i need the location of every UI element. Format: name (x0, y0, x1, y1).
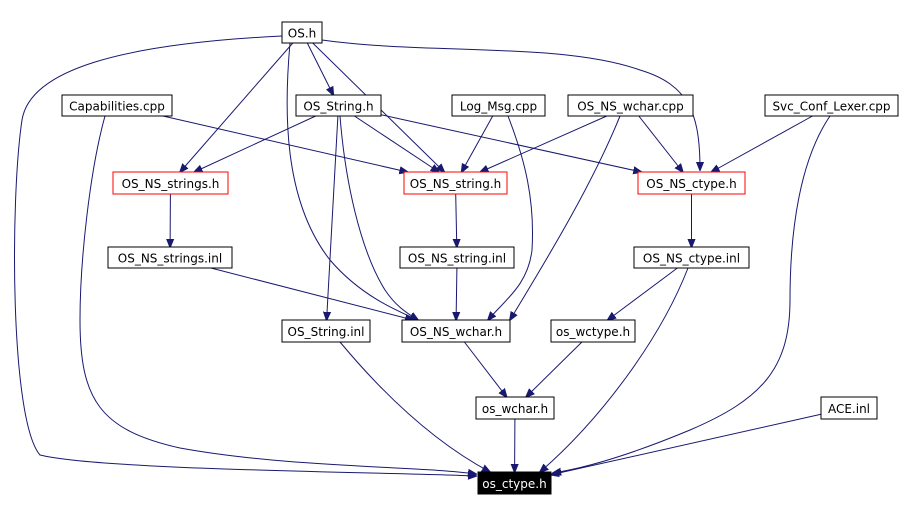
node-box-os-ns-string-h (403, 171, 508, 195)
node-box-os-ns-ctype-h (637, 171, 746, 195)
node-box-os-ns-wchar-cpp (567, 94, 694, 117)
node-label-os-string-h: OS_String.h (303, 100, 373, 114)
node-os-string-inl[interactable]: OS_String.inl (281, 319, 371, 343)
node-label-os-ns-ctype-inl: OS_NS_ctype.inl (643, 252, 740, 266)
edge-os-ns-strings-inl-to-os-ns-wchar-h (210, 267, 413, 320)
edge-log-msg-cpp-to-os-ns-wchar-h (488, 115, 533, 320)
edge-os-string-h-to-os-ns-ctype-h (380, 114, 641, 172)
edges-layer (14, 35, 831, 476)
node-box-os-wchar-h (475, 396, 555, 420)
edge-os-wctype-h-to-os-wchar-h (526, 341, 583, 397)
node-os-wchar-h[interactable]: os_wchar.h (475, 396, 555, 420)
node-os-string-h[interactable]: OS_String.h (295, 94, 382, 117)
node-label-os-ns-strings-inl: OS_NS_strings.inl (118, 252, 222, 266)
node-box-os-ns-strings-inl (107, 246, 233, 269)
node-label-os-ns-wchar-h: OS_NS_wchar.h (410, 325, 502, 339)
node-box-os-string-inl (281, 319, 371, 343)
node-ace-inl[interactable]: ACE.inl (820, 396, 878, 420)
edge-capabilities-cpp-to-os-ns-string-h (162, 115, 408, 172)
edge-os-ns-wchar-cpp-to-os-ns-string-h (480, 115, 608, 172)
edge-capabilities-cpp-to-os-ctype-h (79, 115, 476, 474)
node-log-msg-cpp[interactable]: Log_Msg.cpp (451, 94, 546, 117)
node-label-ace-inl: ACE.inl (828, 402, 870, 416)
node-label-os-ns-wchar-cpp: OS_NS_wchar.cpp (577, 100, 684, 114)
node-box-svc-conf-lexer-cpp (764, 94, 899, 117)
node-os-ns-ctype-inl[interactable]: OS_NS_ctype.inl (633, 246, 750, 269)
node-label-svc-conf-lexer-cpp: Svc_Conf_Lexer.cpp (772, 100, 890, 114)
node-os-wctype-h[interactable]: os_wctype.h (550, 319, 636, 343)
edge-os-ns-string-h-to-os-ns-string-inl (456, 193, 457, 247)
node-box-os-string-h (295, 94, 382, 117)
node-os-ctype-h[interactable]: os_ctype.h (477, 471, 552, 495)
node-label-os-wchar-h: os_wchar.h (482, 402, 548, 416)
edge-os-h-to-os-string-h (306, 42, 333, 95)
node-os-ns-wchar-h[interactable]: OS_NS_wchar.h (401, 319, 511, 343)
node-label-os-wctype-h: os_wctype.h (556, 325, 630, 339)
node-box-os-ns-string-inl (399, 246, 515, 269)
node-os-ns-wchar-cpp[interactable]: OS_NS_wchar.cpp (567, 94, 694, 117)
edge-os-string-h-to-os-ns-strings-h (194, 115, 316, 172)
edge-os-string-h-to-os-ns-wchar-h (339, 115, 418, 320)
edge-svc-conf-lexer-cpp-to-os-ctype-h (553, 115, 831, 473)
node-os-ns-string-h[interactable]: OS_NS_string.h (403, 171, 508, 195)
edge-os-h-to-os-ns-wchar-h (286, 42, 418, 320)
node-svc-conf-lexer-cpp[interactable]: Svc_Conf_Lexer.cpp (764, 94, 899, 117)
node-label-os-h: OS.h (288, 27, 316, 41)
node-box-os-h (281, 21, 323, 44)
node-label-os-ns-ctype-h: OS_NS_ctype.h (646, 177, 736, 191)
node-box-log-msg-cpp (451, 94, 546, 117)
edge-log-msg-cpp-to-os-ns-string-h (462, 115, 494, 172)
node-os-ns-strings-h[interactable]: OS_NS_strings.h (112, 171, 229, 195)
edge-os-string-inl-to-os-ctype-h (339, 341, 490, 472)
node-os-ns-string-inl[interactable]: OS_NS_string.inl (399, 246, 515, 269)
node-box-ace-inl (820, 396, 878, 420)
edge-os-ns-wchar-cpp-to-os-ns-wchar-h (510, 115, 621, 320)
node-label-os-ns-strings-h: OS_NS_strings.h (122, 177, 220, 191)
node-capabilities-cpp[interactable]: Capabilities.cpp (61, 94, 173, 117)
node-box-os-ns-ctype-inl (633, 246, 750, 269)
node-box-os-ns-strings-h (112, 171, 229, 195)
edge-os-ns-wchar-h-to-os-wchar-h (464, 341, 506, 397)
edge-os-string-h-to-os-ns-string-h (354, 115, 439, 172)
edge-ace-inl-to-os-ctype-h (551, 413, 822, 475)
edge-os-ns-string-inl-to-os-ns-wchar-h (456, 267, 457, 320)
edge-os-ns-wchar-cpp-to-os-ns-ctype-h (638, 115, 683, 172)
edge-os-h-to-os-ns-strings-h (180, 42, 294, 172)
node-os-ns-ctype-h[interactable]: OS_NS_ctype.h (637, 171, 746, 195)
node-label-os-string-inl: OS_String.inl (288, 325, 365, 339)
edge-os-h-to-os-ctype-h (14, 35, 476, 476)
edge-os-ns-ctype-inl-to-os-wctype-h (608, 267, 678, 320)
node-label-log-msg-cpp: Log_Msg.cpp (460, 100, 537, 114)
node-os-ns-strings-inl[interactable]: OS_NS_strings.inl (107, 246, 233, 269)
node-box-capabilities-cpp (61, 94, 173, 117)
node-box-os-ns-wchar-h (401, 319, 511, 343)
node-box-os-wctype-h (550, 319, 636, 343)
edge-os-string-h-to-os-string-inl (327, 115, 339, 320)
node-os-h[interactable]: OS.h (281, 21, 323, 44)
node-box-os-ctype-h (477, 471, 552, 495)
node-label-os-ns-string-inl: OS_NS_string.inl (408, 252, 506, 266)
node-label-os-ctype-h: os_ctype.h (482, 477, 546, 491)
edge-os-ns-ctype-inl-to-os-ctype-h (540, 267, 689, 472)
node-label-capabilities-cpp: Capabilities.cpp (69, 100, 165, 114)
edge-svc-conf-lexer-cpp-to-os-ns-ctype-h (711, 115, 813, 172)
node-label-os-ns-string-h: OS_NS_string.h (410, 177, 502, 191)
